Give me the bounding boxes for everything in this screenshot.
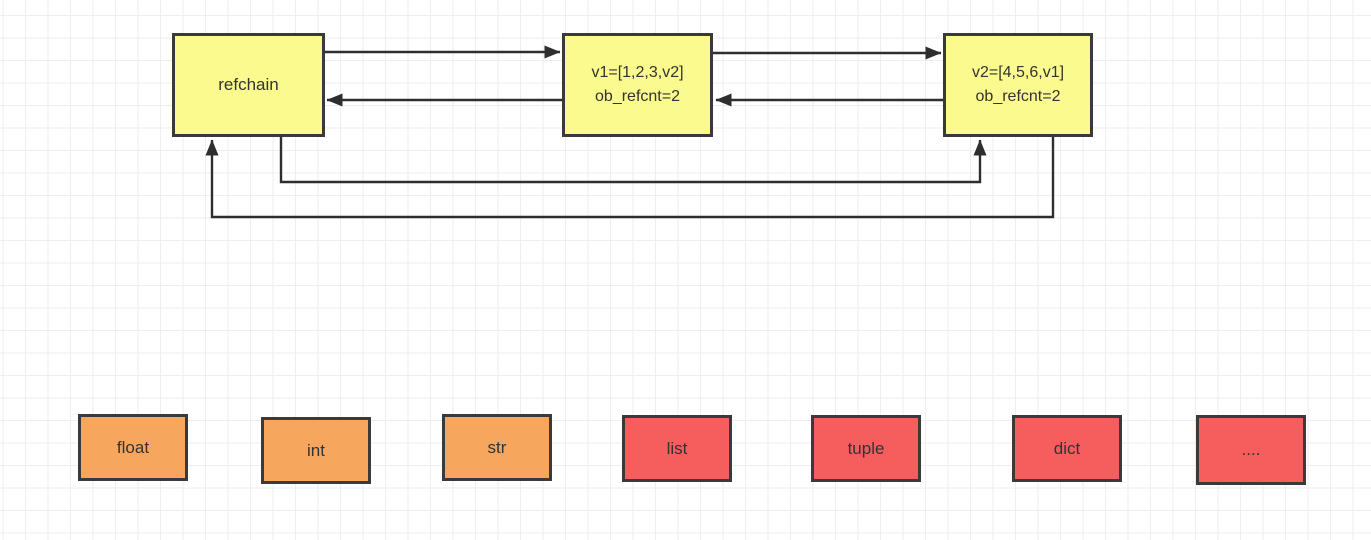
type-box-tuple-label: tuple [847, 438, 885, 458]
node-refchain-label: refchain [218, 75, 279, 94]
type-box-int-label: int [307, 440, 325, 460]
type-box-int[interactable]: int [261, 417, 371, 484]
type-box-float-label: float [116, 437, 150, 457]
type-box-ellipsis-label: .... [1241, 440, 1261, 459]
node-v2[interactable]: v2=[4,5,6,v1] ob_refcnt=2 [943, 33, 1093, 137]
type-box-dict-label: dict [1053, 438, 1081, 458]
type-box-dict[interactable]: dict [1012, 415, 1122, 482]
type-box-list[interactable]: list [622, 415, 732, 482]
arrow-v2-to-refchain-bottom [205, 137, 1055, 219]
type-box-str-label: str [487, 437, 507, 457]
type-box-tuple[interactable]: tuple [811, 415, 921, 482]
type-box-list-label: list [666, 438, 688, 458]
type-box-ellipsis[interactable]: .... [1196, 415, 1306, 485]
node-v2-refcnt: ob_refcnt=2 [975, 88, 1061, 105]
arrow-refchain-to-v2-bottom [279, 137, 987, 184]
type-box-str[interactable]: str [442, 414, 552, 481]
node-refchain[interactable]: refchain [172, 33, 325, 137]
node-v1-title: v1=[1,2,3,v2] [591, 64, 684, 81]
node-v2-title: v2=[4,5,6,v1] [971, 64, 1065, 81]
node-v1-refcnt: ob_refcnt=2 [595, 88, 680, 105]
type-box-float[interactable]: float [78, 414, 188, 481]
node-v1[interactable]: v1=[1,2,3,v2] ob_refcnt=2 [562, 33, 713, 137]
